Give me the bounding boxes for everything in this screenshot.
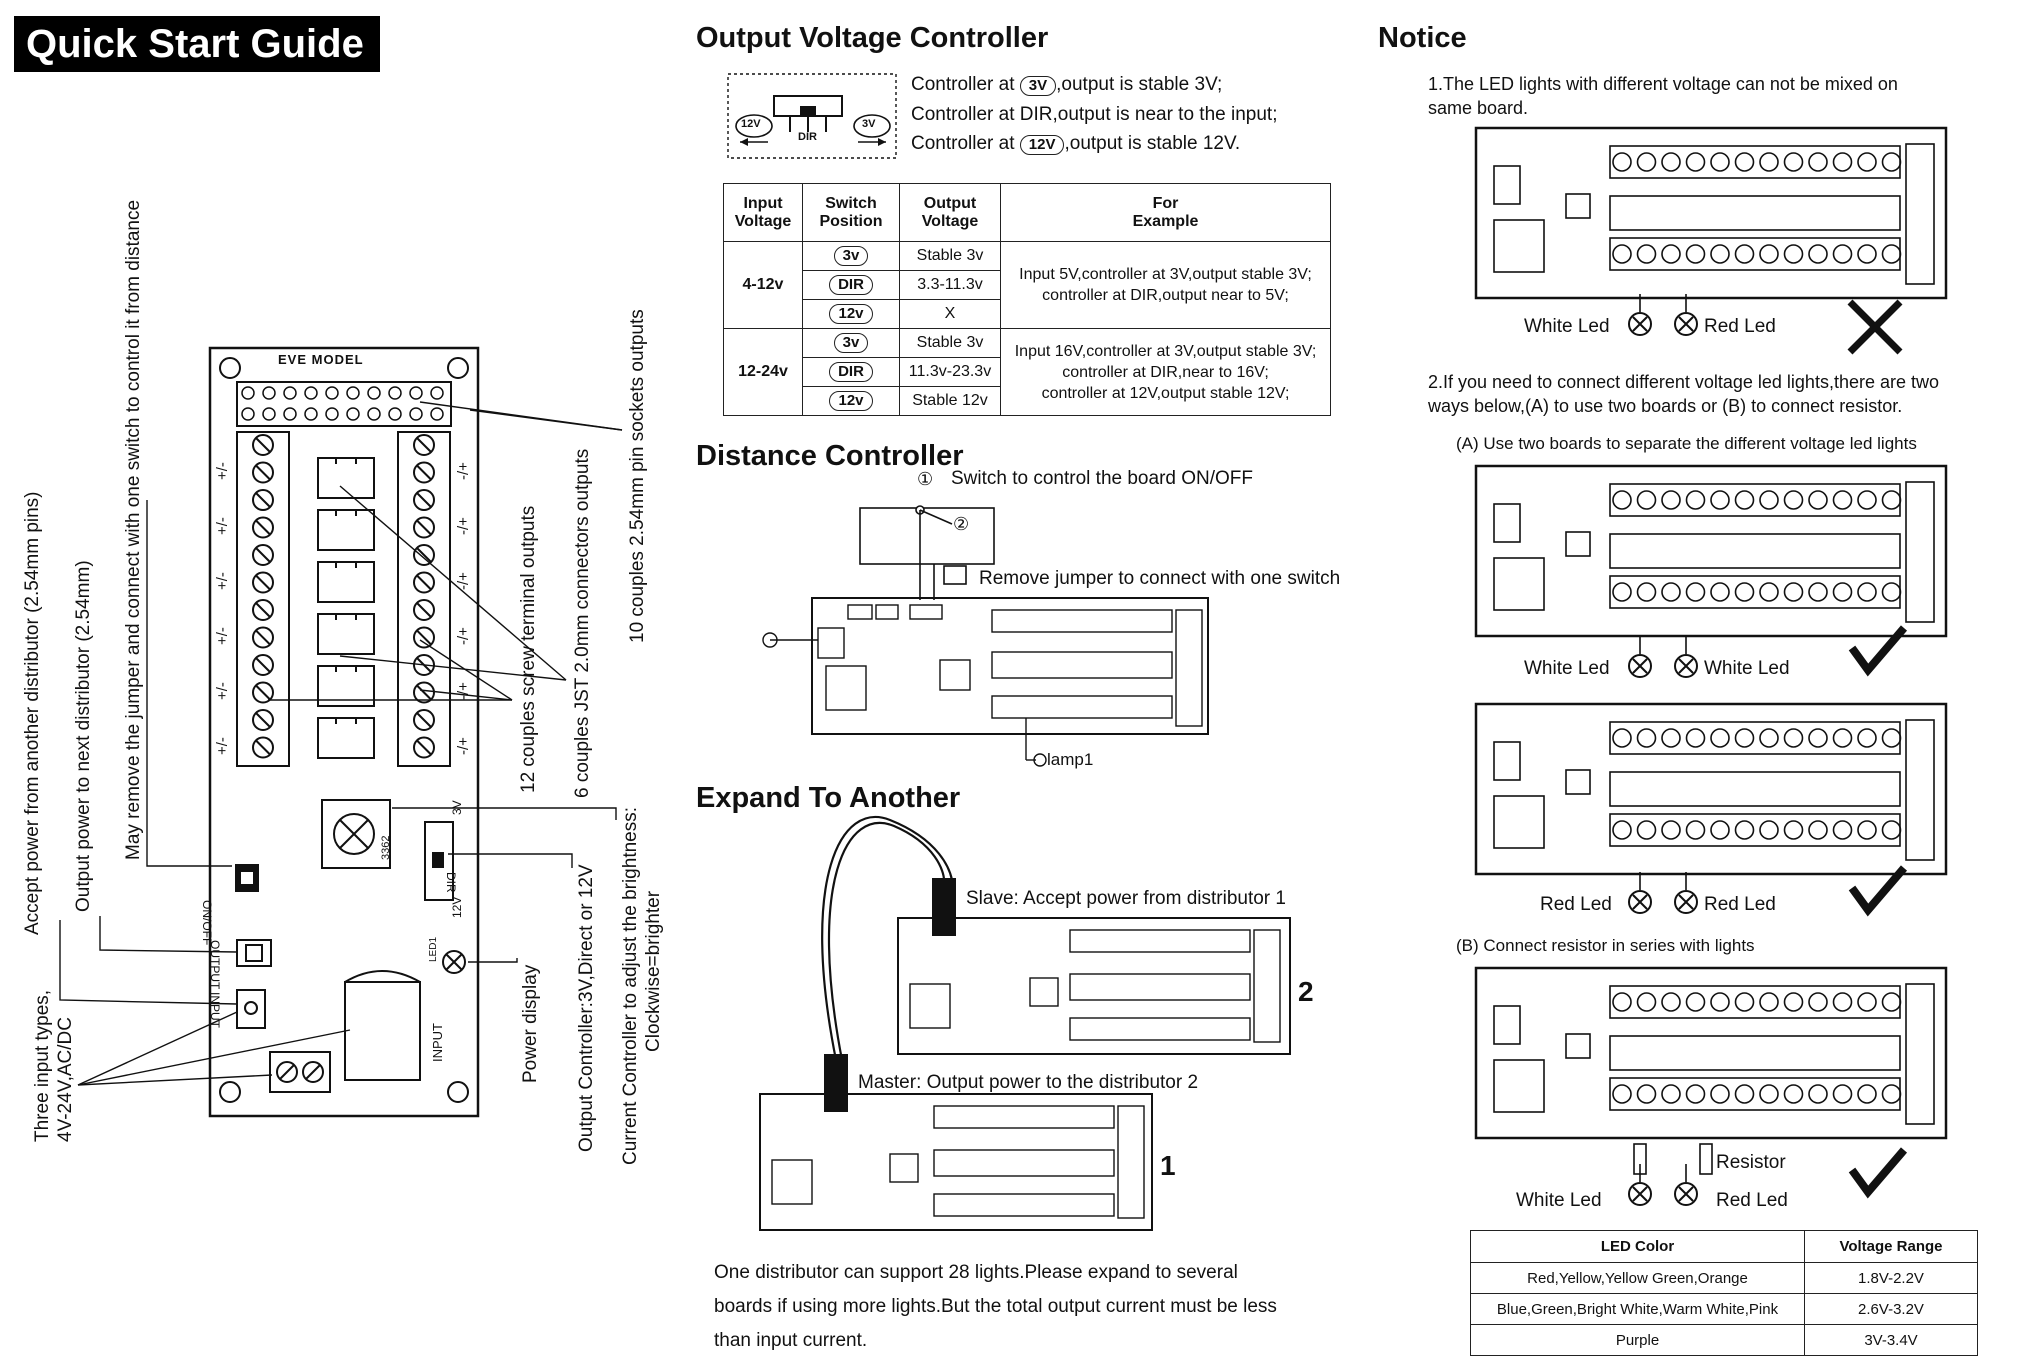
ovc-dir-label: DIR	[798, 131, 817, 143]
output-next-label: Output power to next distributor (2.54mm…	[73, 560, 94, 912]
switch-label: Switch to control the board ON/OFF	[951, 468, 1254, 489]
current-controller-label-2: Clockwise=brighter	[643, 890, 664, 1052]
ovc-line-1: Controller at 3V,output is stable 3V;	[911, 74, 1223, 96]
pm-label: +/-	[214, 627, 231, 645]
board-model-label: EVE MODEL	[278, 352, 364, 367]
three-input-label-1: Three input types,	[32, 989, 53, 1142]
slave-label: Slave: Accept power from distributor 1	[966, 888, 1286, 909]
num-1: ①	[917, 469, 934, 489]
mp-label: -/+	[455, 737, 472, 755]
pill-3v: 3V	[1019, 76, 1057, 96]
distance-title: Distance Controller	[696, 440, 964, 472]
input-header-label: INPUT	[208, 992, 222, 1028]
pm-label: +/-	[214, 462, 231, 480]
d1-left: White Led	[1524, 316, 1610, 337]
ovc-line-2: Controller at DIR,output is near to the …	[911, 104, 1278, 125]
ovc-12v-label: 12V	[741, 118, 761, 130]
g2-example: Input 16V,controller at 3V,output stable…	[1000, 328, 1331, 416]
mp-label: -/+	[455, 462, 472, 480]
d2-left: White Led	[1524, 658, 1610, 679]
lamp-label: lamp1	[1047, 750, 1094, 769]
g1-example: Input 5V,controller at 3V,output stable …	[1000, 241, 1331, 329]
d3-left: Red Led	[1540, 894, 1612, 915]
d3-right: Red Led	[1704, 894, 1776, 915]
mp-label: -/+	[455, 572, 472, 590]
mp-label: -/+	[455, 682, 472, 700]
pm-label: +/-	[214, 572, 231, 590]
ovc-3v-label: 3V	[862, 118, 876, 130]
d1-right: Red Led	[1704, 316, 1776, 337]
power-display-label: Power display	[520, 964, 541, 1083]
jumper-label: Remove jumper to connect with one switch	[979, 568, 1341, 589]
pot-label: 3362	[380, 835, 392, 860]
expand-title: Expand To Another	[696, 782, 961, 814]
option-b-label: (B) Connect resistor in series with ligh…	[1456, 936, 1755, 955]
pill-12v: 12V	[1019, 135, 1065, 155]
mp-label: -/+	[455, 627, 472, 645]
th-voltage-range: Voltage Range	[1804, 1230, 1978, 1263]
switch-3v-label: 3V	[450, 800, 464, 815]
switch-dir-label: DIR	[444, 872, 458, 893]
notice-title: Notice	[1378, 22, 1467, 54]
output-controller-label: Output Controller:3V,Direct or 12V	[576, 864, 597, 1152]
master-label: Master: Output power to the distributor …	[858, 1072, 1199, 1093]
jst-6-label: 6 couples JST 2.0mm connectors outputs	[572, 448, 593, 798]
output-header-label: OUTPUT	[208, 940, 222, 990]
d4-left: White Led	[1516, 1190, 1602, 1211]
option-a-label: (A) Use two boards to separate the diffe…	[1456, 434, 1917, 453]
pm-label: +/-	[214, 737, 231, 755]
distance-switch-label: May remove the jumper and connect with o…	[123, 199, 144, 860]
pins-10-label: 10 couples 2.54mm pin sockets outputs	[627, 309, 648, 643]
g1-input: 4-12v	[723, 241, 803, 329]
three-input-label-2: 4V-24V,AC/DC	[55, 1017, 76, 1142]
pm-label: +/-	[214, 682, 231, 700]
pm-label: +/-	[214, 517, 231, 535]
board-num-2: 2	[1298, 976, 1314, 1007]
ovc-line-3: Controller at 12V,output is stable 12V.	[911, 133, 1241, 155]
current-controller-label-1: Current Controller to adjust the brightn…	[620, 806, 641, 1165]
th-led-color: LED Color	[1470, 1230, 1805, 1263]
board-num-1: 1	[1160, 1150, 1176, 1181]
ovc-title: Output Voltage Controller	[696, 22, 1049, 54]
accept-power-label: Accept power from another distributor (2…	[22, 491, 43, 935]
screw-12-label: 12 couples screw terminal outputs	[518, 505, 539, 793]
page-title: Quick Start Guide	[14, 16, 380, 72]
switch-12v-label: 12V	[450, 896, 464, 918]
input-jack-label: INPUT	[430, 1023, 445, 1062]
d4-right: Red Led	[1716, 1190, 1788, 1211]
d4-resistor: Resistor	[1716, 1152, 1786, 1173]
mp-label: -/+	[455, 517, 472, 535]
led1-label: LED1	[428, 936, 439, 962]
num-2: ②	[953, 514, 970, 534]
notice-p2: 2.If you need to connect different volta…	[1428, 372, 1939, 416]
expand-body: One distributor can support 28 lights.Pl…	[714, 1262, 1277, 1351]
on-off-label: ON/OFF	[200, 900, 214, 946]
notice-p1: 1.The LED lights with different voltage …	[1428, 74, 1898, 118]
g2-input: 12-24v	[723, 328, 803, 416]
d2-right: White Led	[1704, 658, 1790, 679]
